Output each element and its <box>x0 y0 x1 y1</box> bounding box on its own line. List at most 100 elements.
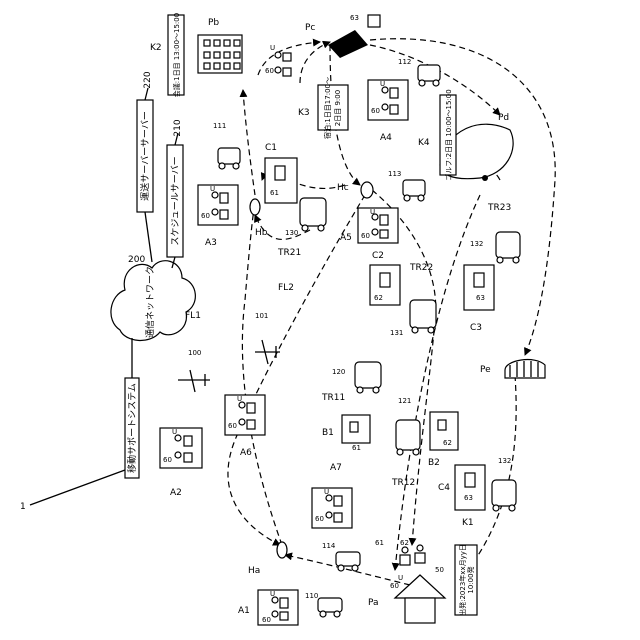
svg-text:50: 50 <box>435 566 444 574</box>
svg-text:132: 132 <box>470 240 483 248</box>
group-a3: 60 U A3 <box>198 185 238 248</box>
persons-near-pa: 61 62 50 60 U <box>375 539 444 590</box>
route-fl1: FL1 <box>185 311 201 321</box>
figure-ref: 1 <box>20 502 26 512</box>
svg-text:U: U <box>324 488 329 496</box>
place-pd-label: Pd <box>498 113 509 123</box>
vehicle-121: 121 <box>396 397 420 455</box>
svg-text:出発:2023年xx月yy日: 出発:2023年xx月yy日 <box>458 544 467 616</box>
group-b2: 62 B2 <box>428 412 458 468</box>
svg-text:61: 61 <box>270 189 279 197</box>
svg-text:宿泊:1日目17:00〜: 宿泊:1日目17:00〜 <box>323 77 332 139</box>
svg-text:62: 62 <box>400 539 409 547</box>
group-c1: 61 C1 <box>265 143 297 203</box>
route-tr12: TR12 <box>391 478 415 488</box>
schedule-server-label: スケジュールサーバー <box>170 156 181 245</box>
group-a4-label: A4 <box>380 133 392 143</box>
svg-text:61: 61 <box>352 444 361 452</box>
vehicle-130: 130 <box>285 198 326 237</box>
route-tr22: TR22 <box>409 263 433 273</box>
group-c3: 63 C3 <box>464 265 494 333</box>
group-c2: 62 C2 <box>370 251 400 305</box>
hub-hb-label: Hb <box>255 228 268 238</box>
place-pb-building: Pb <box>198 18 242 73</box>
route-tr21: TR21 <box>277 248 301 258</box>
group-c1-label: C1 <box>265 143 277 153</box>
svg-text:132: 132 <box>498 457 511 465</box>
group-c3-label: C3 <box>470 323 482 333</box>
svg-text:60: 60 <box>390 582 399 590</box>
vehicle-132-lower: 132 <box>492 457 516 511</box>
place-pc-label: Pc <box>305 23 315 33</box>
svg-text:131: 131 <box>390 329 403 337</box>
group-a4: 60 U A4 <box>368 80 408 143</box>
svg-text:60: 60 <box>262 616 271 624</box>
group-b1-label: B1 <box>322 428 334 438</box>
svg-text:114: 114 <box>322 542 336 550</box>
vehicle-132-upper: 132 <box>470 232 520 263</box>
route-tr11: TR11 <box>321 393 345 403</box>
group-a5: 60 U A5 <box>340 208 398 243</box>
vehicle-113: 113 <box>388 170 425 201</box>
svg-text:60: 60 <box>265 67 274 75</box>
group-c4: 63 C4 <box>438 465 485 510</box>
svg-text:U: U <box>380 80 385 88</box>
place-pa-house: Pa <box>368 575 445 623</box>
group-a6: 60 U A6 <box>225 395 265 458</box>
svg-text:60: 60 <box>201 212 210 220</box>
schedule-k2: 会議:1日目 13:00〜15:00 K2 <box>150 13 184 97</box>
svg-text:120: 120 <box>332 368 345 376</box>
schedule-server-box: スケジュールサーバー 210 <box>167 119 183 257</box>
schedule-k1: 出発:2023年xx月yy日 10:00発 K1 <box>455 518 477 616</box>
group-a2: 60 U A2 <box>160 428 202 498</box>
place-pe-label: Pe <box>480 365 491 375</box>
svg-text:U: U <box>270 590 275 598</box>
svg-text:60: 60 <box>371 107 380 115</box>
vehicle-111: 111 <box>213 122 240 169</box>
system-name: 移動サポートシステム <box>126 383 138 473</box>
svg-text:113: 113 <box>388 170 401 178</box>
group-a5-label: A5 <box>340 233 352 243</box>
group-a7: 60 U A7 <box>312 463 352 528</box>
route-tr23: TR23 <box>487 203 511 213</box>
network-label: 通信ネットワーク <box>144 266 156 338</box>
svg-text:U: U <box>237 395 242 403</box>
aircraft-101: 101 <box>255 312 280 364</box>
place-pc-hotel: Pc <box>305 23 368 58</box>
svg-text:10:00発: 10:00発 <box>466 566 475 593</box>
transport-server-box: 運送サーバーサーバー 220 <box>137 71 153 212</box>
svg-text:60: 60 <box>163 456 172 464</box>
hub-hc-label: Hc <box>337 183 349 193</box>
svg-text:U: U <box>210 185 215 193</box>
transport-server-ref: 220 <box>143 71 153 88</box>
schedule-k1-ref: K1 <box>462 518 474 528</box>
route-fl2: FL2 <box>278 283 294 293</box>
group-b1: 61 B1 <box>322 415 370 452</box>
svg-text:62: 62 <box>374 294 383 302</box>
schedule-k3: 宿泊:1日目17:00〜 2日目 9:00 K3 <box>298 77 348 139</box>
place-pe-shop: Pe <box>480 360 545 378</box>
svg-text:101: 101 <box>255 312 268 320</box>
svg-text:ゴルフ:2日目 10:00〜15:00: ゴルフ:2日目 10:00〜15:00 <box>444 89 453 180</box>
svg-text:U: U <box>270 44 275 52</box>
place-pa-label: Pa <box>368 598 379 608</box>
svg-text:U: U <box>398 574 403 582</box>
place-pb-label: Pb <box>208 18 219 28</box>
schedule-k4-ref: K4 <box>418 138 430 148</box>
svg-text:60: 60 <box>361 232 370 240</box>
hub-hb <box>250 199 260 215</box>
svg-text:会議:1日目 13:00〜15:00: 会議:1日目 13:00〜15:00 <box>172 13 181 97</box>
group-c4-label: C4 <box>438 483 450 493</box>
svg-text:2日目 9:00: 2日目 9:00 <box>334 90 342 126</box>
group-a1-label: A1 <box>238 606 250 616</box>
mobility-support-system-box: 移動サポートシステム <box>125 378 139 478</box>
network-ref: 200 <box>128 255 145 265</box>
communication-network-cloud: 通信ネットワーク 200 <box>111 255 195 340</box>
svg-text:112: 112 <box>398 58 411 66</box>
svg-text:121: 121 <box>398 397 411 405</box>
vehicle-120: 120 <box>332 362 381 393</box>
group-c2-label: C2 <box>372 251 384 261</box>
schedule-k3-ref: K3 <box>298 108 310 118</box>
group-a2-label: A2 <box>170 488 182 498</box>
